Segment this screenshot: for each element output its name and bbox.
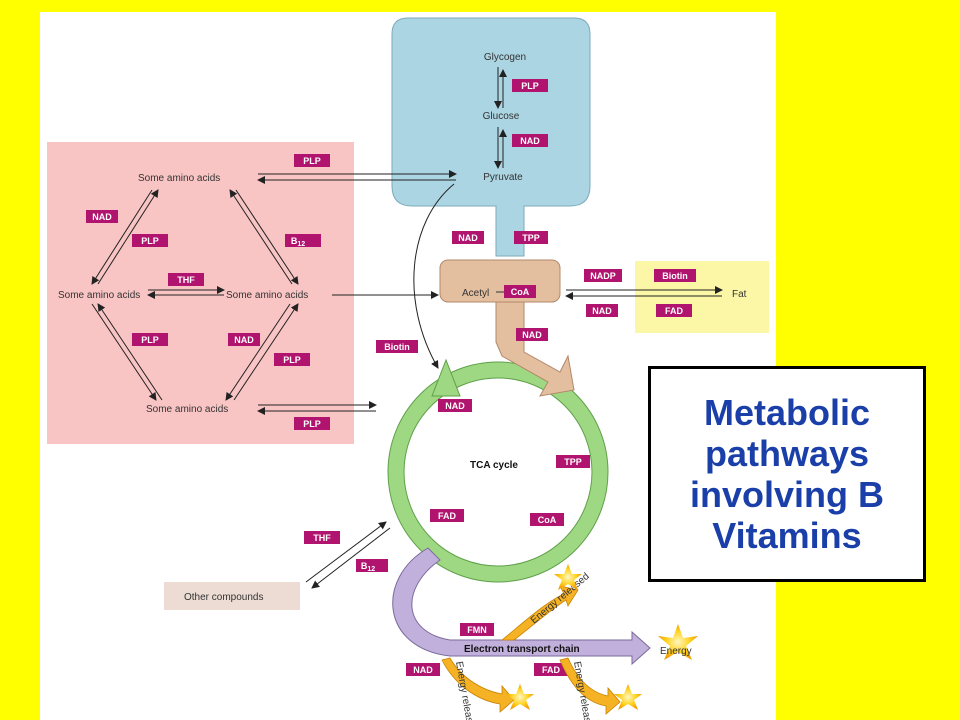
badge-nadp-fat: NADP [584, 269, 622, 282]
badge-thf-mid: THF [168, 273, 204, 286]
badge-plp-bottom: PLP [294, 417, 330, 430]
badge-plp-pyruvate: PLP [294, 154, 330, 167]
pyruvate-label: Pyruvate [483, 172, 523, 183]
badge-fad-tca: FAD [430, 509, 464, 522]
amino-acids-bottom-label: Some amino acids [146, 404, 228, 415]
svg-text:B12: B12 [291, 236, 305, 248]
tca-cycle-ring [388, 362, 608, 582]
acetyl-label: Acetyl [462, 288, 489, 299]
svg-text:NAD: NAD [458, 233, 478, 243]
svg-text:PLP: PLP [521, 81, 539, 91]
svg-text:TPP: TPP [564, 457, 582, 467]
svg-text:THF: THF [313, 533, 331, 543]
svg-text:NAD: NAD [445, 401, 465, 411]
svg-text:Biotin: Biotin [384, 342, 410, 352]
badge-nad-tca: NAD [438, 399, 472, 412]
badge-nad-entry: NAD [516, 328, 548, 341]
badge-nad-etc: NAD [406, 663, 440, 676]
svg-text:PLP: PLP [303, 156, 321, 166]
svg-text:NAD: NAD [234, 335, 254, 345]
energy-burst-icon [554, 564, 582, 590]
badge-biotin-left: Biotin [376, 340, 418, 353]
badge-nad-fat: NAD [586, 304, 618, 317]
energy-released-label-top: Energy released [529, 571, 592, 626]
svg-text:PLP: PLP [303, 419, 321, 429]
energy-burst-icon [506, 684, 534, 710]
badge-nad-pdh: NAD [452, 231, 484, 244]
energy-burst-icon [614, 684, 642, 710]
svg-text:FAD: FAD [438, 511, 457, 521]
badge-coa-tca: CoA [530, 513, 564, 526]
badge-plp-glycogen: PLP [512, 79, 548, 92]
svg-text:FMN: FMN [467, 625, 487, 635]
badge-fad-etc: FAD [534, 663, 568, 676]
badge-thf-other: THF [304, 531, 340, 544]
badge-plp-lower-left: PLP [132, 333, 168, 346]
metabolic-diagram: Glycogen Glucose Pyruvate PLP NAD Some a… [47, 17, 769, 720]
svg-text:NADP: NADP [590, 271, 616, 281]
badge-tpp-pdh: TPP [514, 231, 548, 244]
acetyl-coa-box [439, 259, 561, 303]
electron-transport-arrow [392, 547, 651, 666]
svg-text:PLP: PLP [141, 236, 159, 246]
svg-text:TPP: TPP [522, 233, 540, 243]
diagram-title: Metabolic pathways involving B Vitamins [689, 392, 884, 556]
glycogen-label: Glycogen [484, 52, 526, 63]
svg-text:CoA: CoA [538, 515, 557, 525]
badge-nad-glucose: NAD [512, 134, 548, 147]
svg-text:NAD: NAD [520, 136, 540, 146]
svg-text:FAD: FAD [665, 306, 684, 316]
svg-text:PLP: PLP [283, 355, 301, 365]
other-compounds-label: Other compounds [184, 592, 264, 603]
title-box: Metabolic pathways involving B Vitamins [648, 366, 926, 582]
other-compounds-box [164, 582, 300, 610]
svg-text:CoA: CoA [511, 287, 530, 297]
badge-coa: CoA [504, 285, 536, 298]
tca-cycle-label: TCA cycle [470, 460, 518, 471]
glucose-label: Glucose [483, 111, 520, 122]
amino-acids-mid-label: Some amino acids [226, 290, 308, 301]
svg-text:PLP: PLP [141, 335, 159, 345]
svg-text:FAD: FAD [542, 665, 561, 675]
badge-plp-left: PLP [132, 234, 168, 247]
badge-nad-lower-mid: NAD [228, 333, 260, 346]
badge-plp-lower-mid: PLP [274, 353, 310, 366]
badge-tpp-tca: TPP [556, 455, 590, 468]
fat-label: Fat [732, 289, 747, 300]
svg-text:NAD: NAD [522, 330, 542, 340]
energy-burst-icon [658, 624, 698, 660]
badge-biotin-fat: Biotin [654, 269, 696, 282]
amino-acid-region [47, 142, 354, 444]
badge-fad-fat: FAD [656, 304, 692, 317]
amino-acids-top-label: Some amino acids [138, 173, 220, 184]
svg-text:THF: THF [177, 275, 195, 285]
badge-b12-top: B12 [285, 234, 321, 248]
amino-acids-left-label: Some amino acids [58, 290, 140, 301]
svg-text:B12: B12 [361, 561, 375, 573]
svg-text:NAD: NAD [92, 212, 112, 222]
electron-transport-chain-label: Electron transport chain [464, 644, 580, 655]
svg-text:NAD: NAD [592, 306, 612, 316]
badge-nad-left: NAD [86, 210, 118, 223]
badge-fmn: FMN [460, 623, 494, 636]
badge-b12-other: B12 [356, 559, 388, 573]
svg-text:NAD: NAD [413, 665, 433, 675]
svg-text:Biotin: Biotin [662, 271, 688, 281]
